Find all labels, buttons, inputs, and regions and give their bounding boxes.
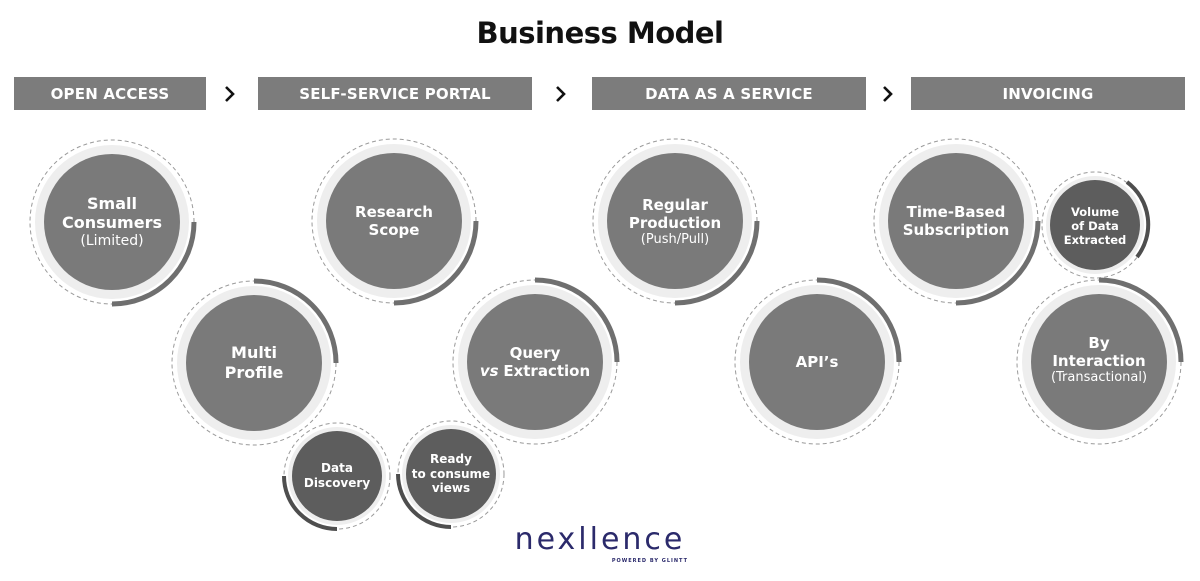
- phase-invoicing: INVOICING: [911, 77, 1185, 110]
- node-time-based-subscription: [873, 138, 1041, 306]
- node-research-scope: [311, 138, 479, 306]
- logo-wordmark: nexllence: [514, 522, 686, 557]
- node-small-consumers: [29, 139, 197, 307]
- phase-open-access: OPEN ACCESS: [14, 77, 206, 110]
- chevron-right-icon: [878, 80, 898, 108]
- label-by-interaction: By Interaction (Transactional): [1050, 333, 1148, 386]
- label-multi-profile: Multi Profile: [224, 343, 284, 382]
- node-apis: [734, 277, 902, 445]
- node-multi-profile: [171, 278, 339, 446]
- nexllence-logo: nexllence POWERED BY GLINTT: [500, 522, 700, 564]
- phase-data-as-a-service: DATA AS A SERVICE: [592, 77, 866, 110]
- label-volume-of-data-extracted: Volume of Data Extracted: [1063, 204, 1127, 247]
- chevron-right-icon: [220, 80, 240, 108]
- label-regular-production: Regular Production (Push/Pull): [628, 195, 722, 248]
- label-research-scope: Research Scope: [355, 202, 433, 239]
- label-small-consumers: Small Consumers (Limited): [62, 193, 162, 249]
- logo-tagline: POWERED BY GLINTT: [611, 558, 688, 564]
- label-data-discovery: Data Discovery: [303, 461, 371, 490]
- chevron-right-icon: [551, 80, 571, 108]
- node-ready-to-consume-views: [396, 420, 505, 529]
- node-volume-of-data-extracted: [1041, 171, 1151, 279]
- node-query-vs-extraction: [452, 277, 620, 445]
- label-time-based-subscription: Time-Based Subscription: [902, 202, 1010, 239]
- node-data-discovery: [282, 422, 391, 531]
- label-query-vs-extraction: Query vs Extraction: [479, 343, 591, 380]
- diagram-title: Business Model: [476, 16, 724, 50]
- phase-self-service-portal: SELF-SERVICE PORTAL: [258, 77, 532, 110]
- node-regular-production: [592, 138, 760, 306]
- node-by-interaction: [1016, 277, 1184, 445]
- label-ready-to-consume-views: Ready to consume views: [411, 452, 491, 496]
- label-apis: API’s: [795, 352, 839, 371]
